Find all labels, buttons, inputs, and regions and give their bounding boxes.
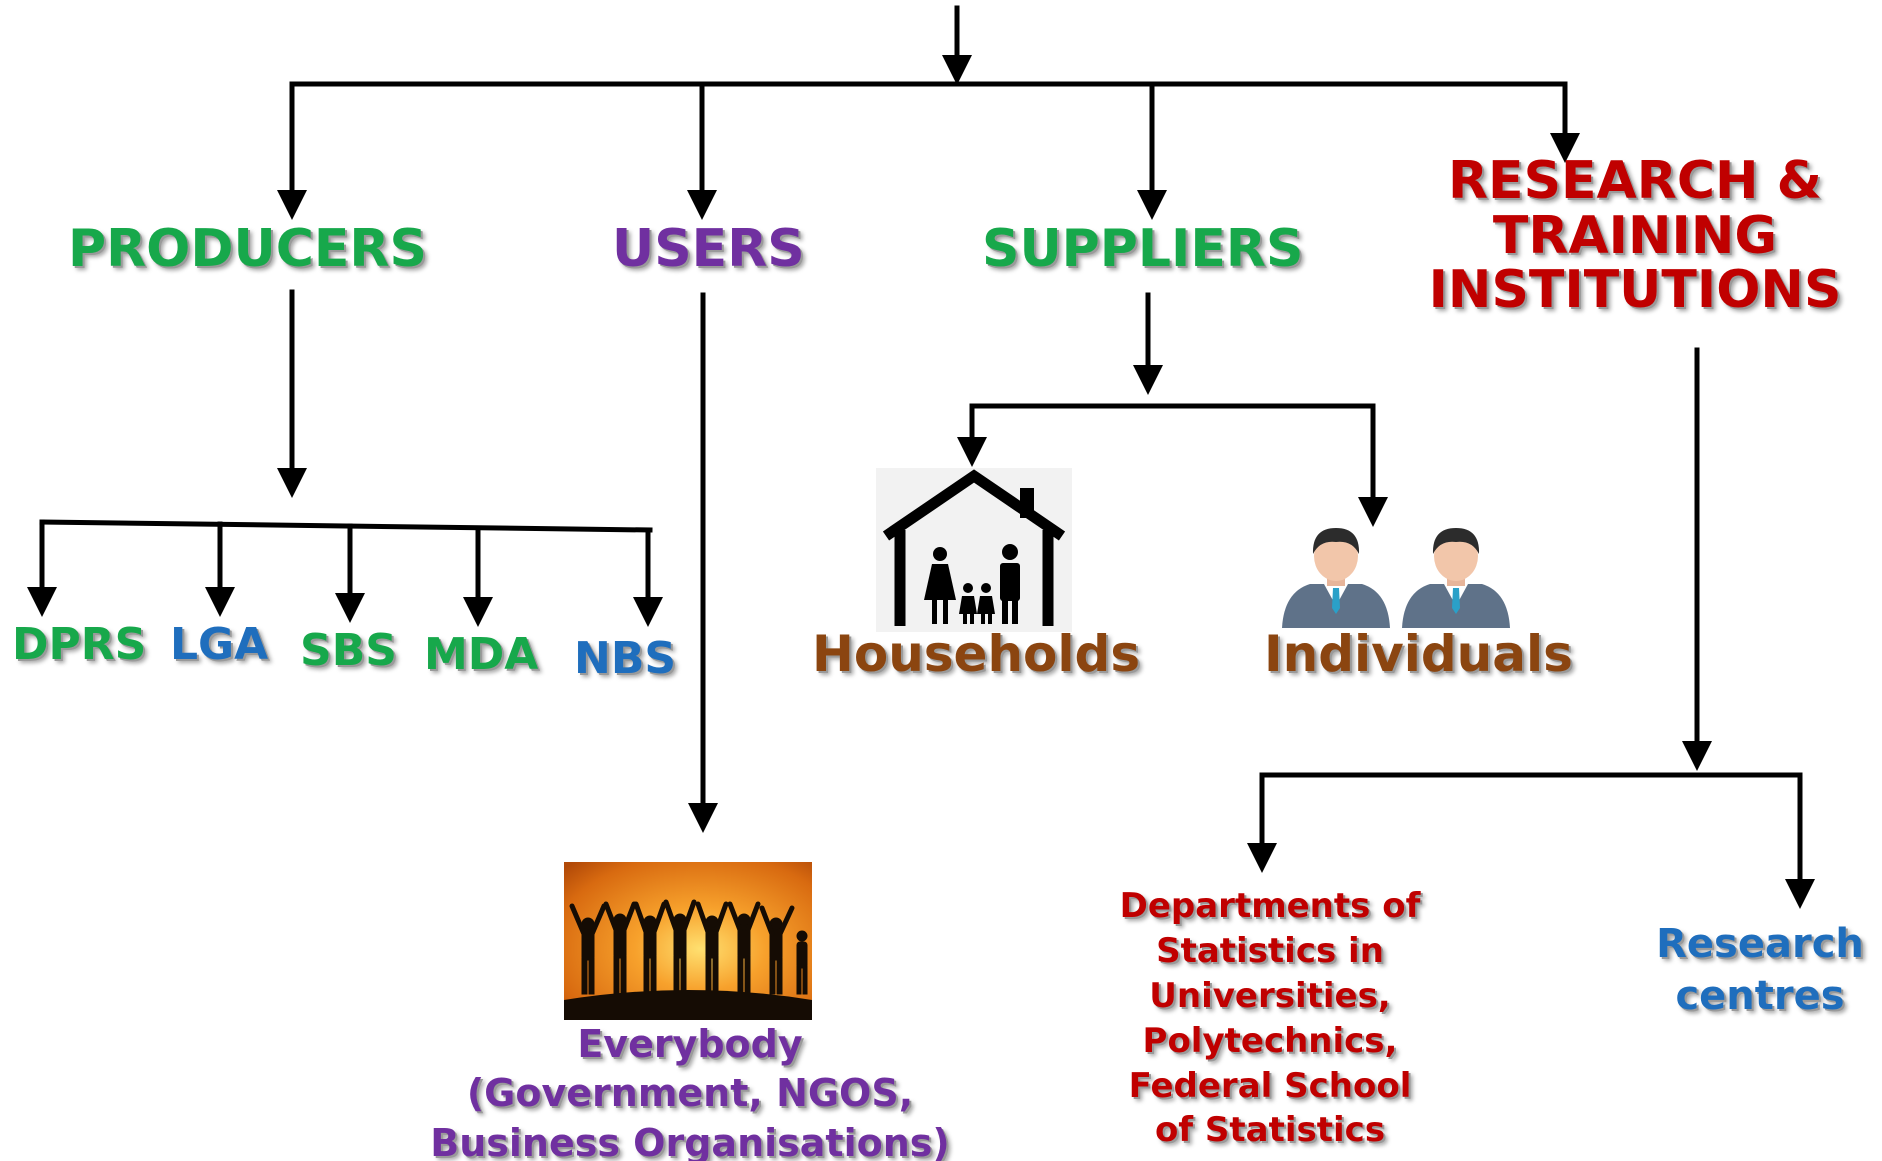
crowd-figure — [569, 903, 607, 995]
research-line-2: TRAINING — [1492, 205, 1778, 266]
everybody-line-2: (Government, NGOS, — [466, 1071, 914, 1116]
producers-bus-line — [39, 519, 653, 533]
everybody-line-3: Business Organisations) — [430, 1120, 950, 1161]
crowd-figure — [796, 930, 808, 995]
research-departments: Departments of Statistics in Universitie… — [1080, 884, 1460, 1153]
producer-dprs: DPRS — [12, 619, 147, 670]
crowd-figure — [759, 905, 795, 995]
producer-sbs: SBS — [300, 625, 397, 676]
producer-nbs: NBS — [574, 633, 677, 684]
supplier-households: Households — [812, 625, 1141, 683]
departments-line-4: Polytechnics, — [1142, 1020, 1398, 1061]
research-line-1: RESEARCH & — [1448, 151, 1822, 211]
crowd-sunset-icon — [564, 862, 812, 1020]
crowd-figure — [603, 901, 637, 995]
family-house-icon — [876, 468, 1072, 632]
crowd-figure — [727, 901, 761, 995]
everybody-line-1: Everybody — [577, 1022, 803, 1066]
research-centres: Research centres — [1640, 918, 1880, 1022]
category-suppliers: SUPPLIERS — [982, 219, 1304, 279]
person-left — [1282, 528, 1390, 628]
producer-lga: LGA — [170, 619, 269, 670]
departments-line-5: Federal School — [1128, 1065, 1412, 1106]
departments-line-6: of Statistics — [1154, 1110, 1386, 1151]
departments-line-3: Universities, — [1149, 975, 1391, 1016]
research-centres-line-2: centres — [1675, 973, 1845, 1019]
departments-line-1: Departments of — [1119, 886, 1421, 926]
two-persons-icon — [1282, 528, 1510, 628]
category-users: USERS — [612, 219, 805, 279]
person-right — [1402, 528, 1510, 628]
crowd-figure — [663, 899, 697, 995]
crowd-figure — [695, 901, 729, 995]
departments-line-2: Statistics in — [1156, 930, 1384, 971]
producer-mda: MDA — [424, 629, 539, 680]
user-everybody: Everybody (Government, NGOS, Business Or… — [390, 1020, 990, 1161]
category-research-training: RESEARCH & TRAINING INSTITUTIONS — [1400, 154, 1870, 318]
supplier-individuals: Individuals — [1264, 625, 1573, 683]
research-centres-line-1: Research — [1656, 921, 1864, 967]
research-line-3: INSTITUTIONS — [1428, 260, 1842, 321]
category-producers: PRODUCERS — [68, 219, 427, 279]
crowd-figure — [633, 901, 667, 995]
